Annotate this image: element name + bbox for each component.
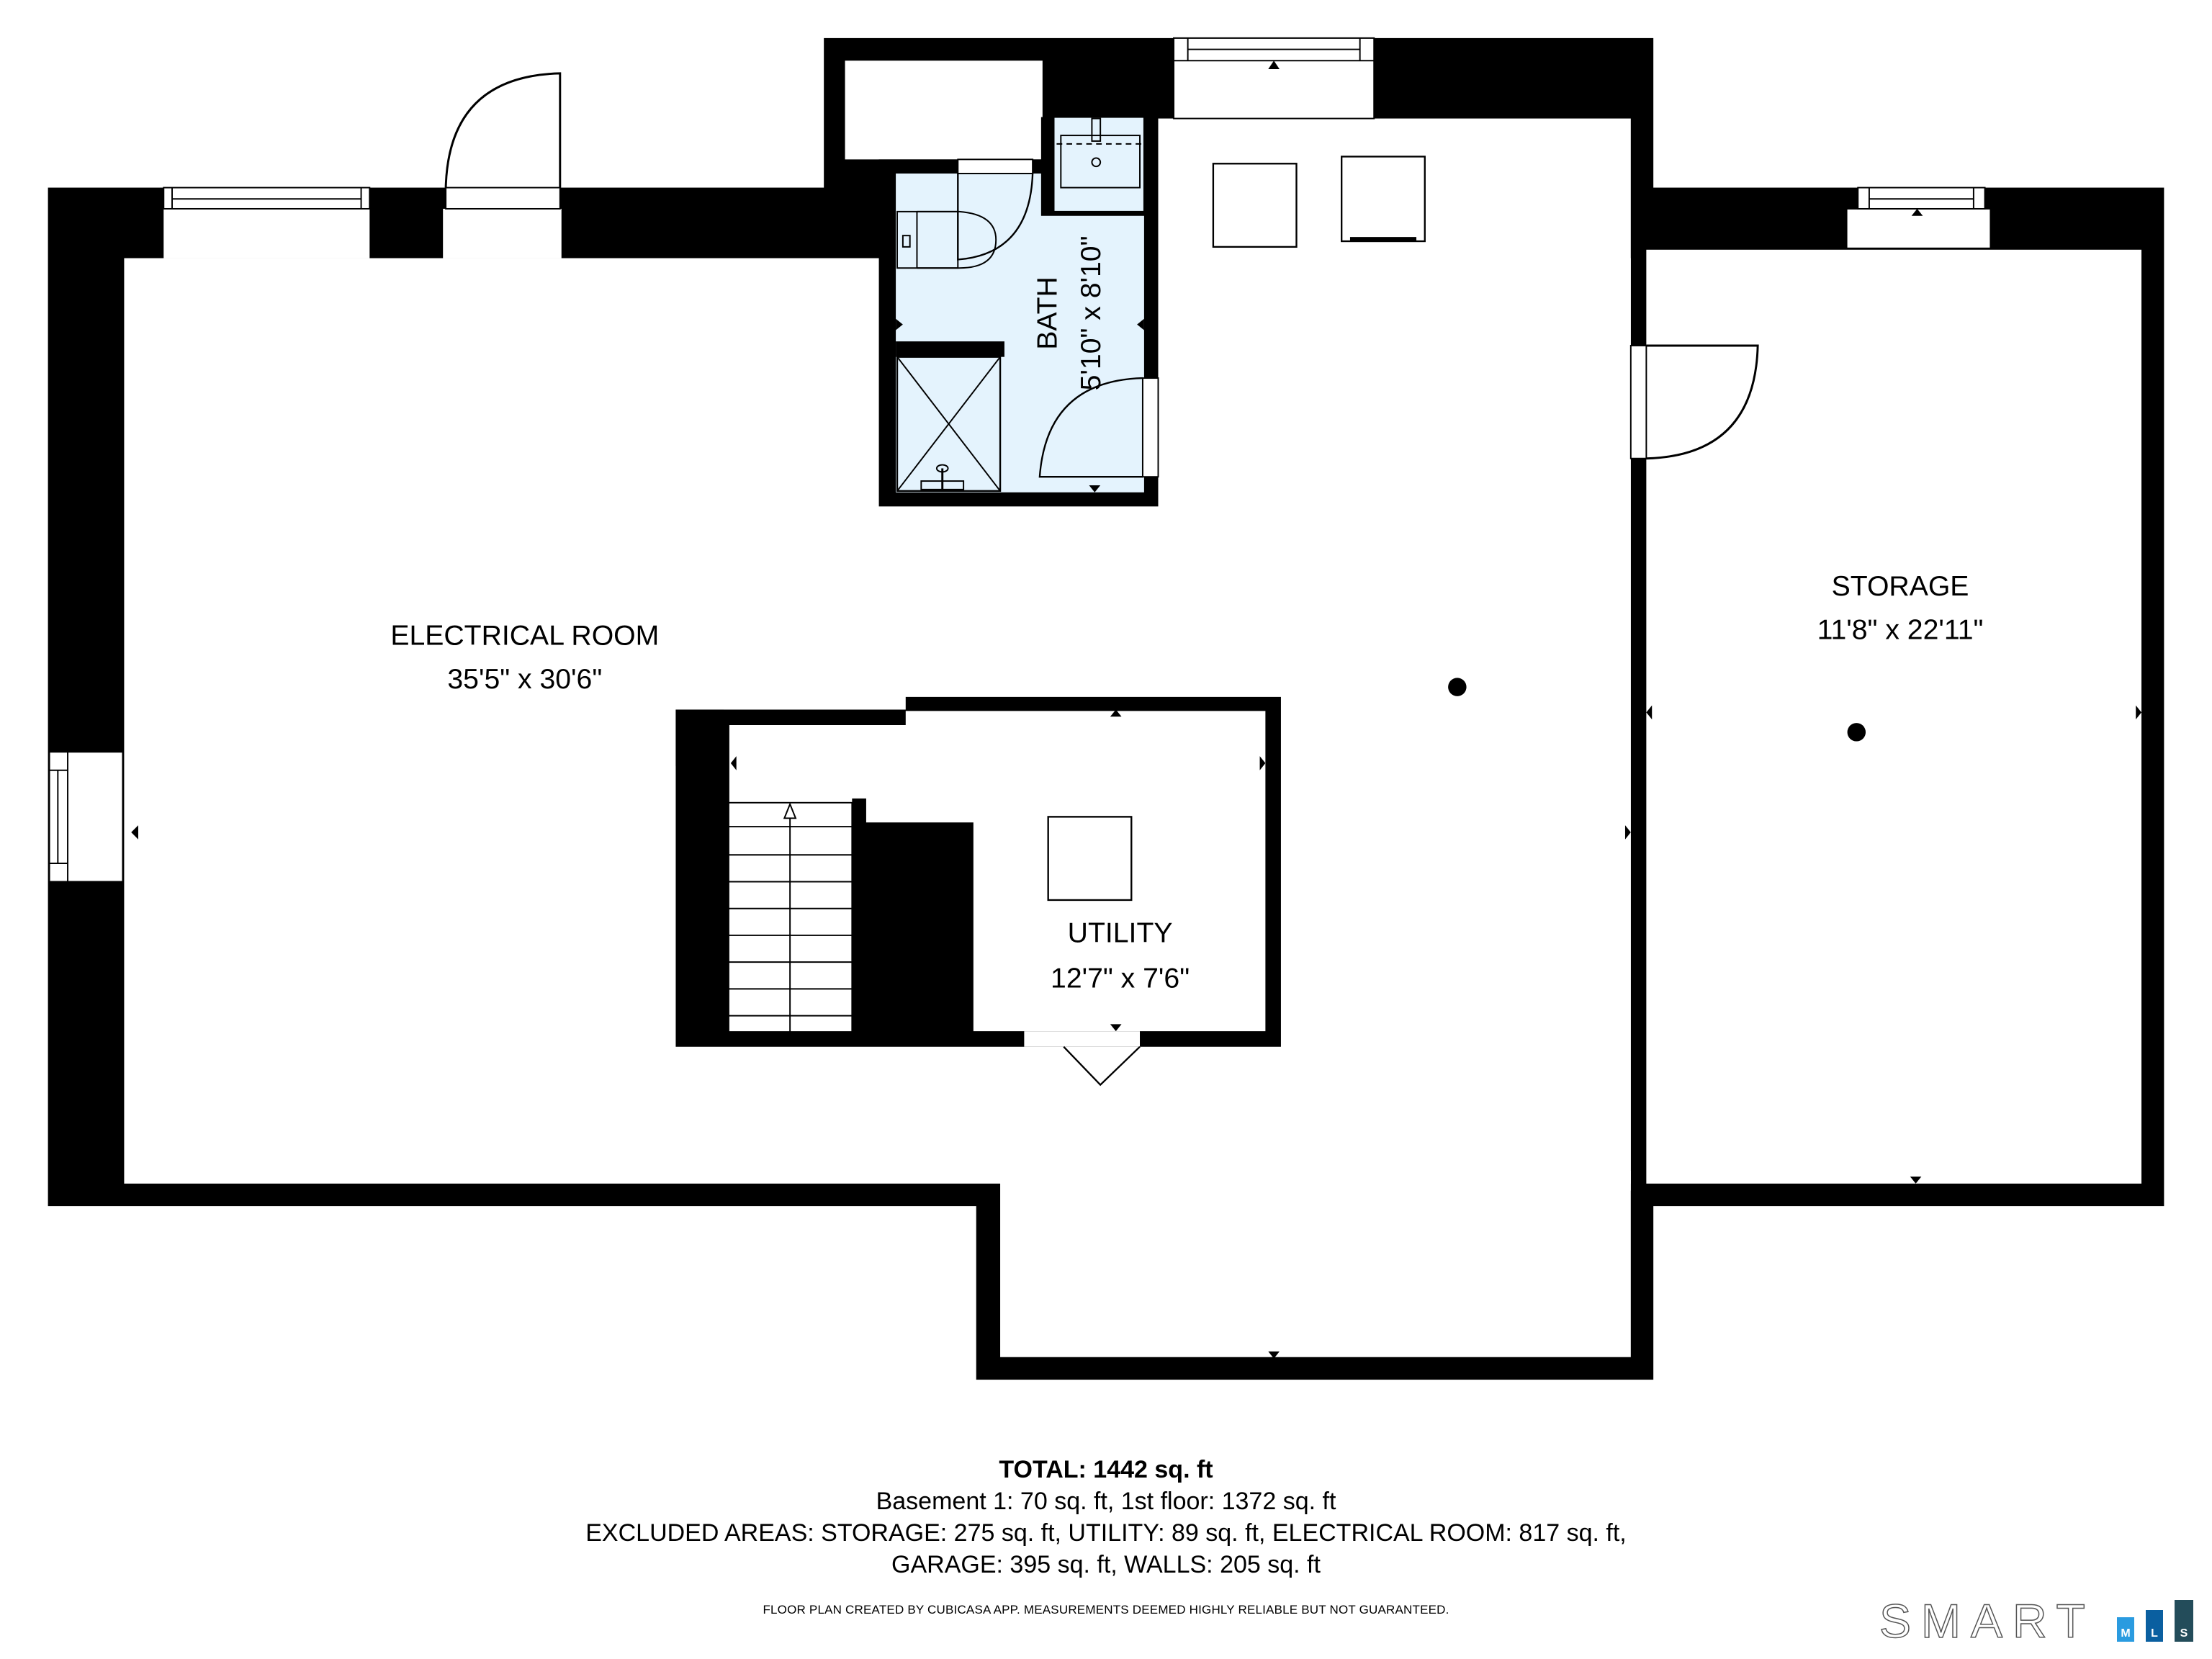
window-storage-top xyxy=(1845,186,1992,249)
excluded-areas-line2: GARAGE: 395 sq. ft, WALLS: 205 sq. ft xyxy=(891,1551,1321,1578)
room-label-electrical: ELECTRICAL ROOM xyxy=(390,620,659,651)
window-top-center xyxy=(1173,37,1375,120)
floor-drain-dot xyxy=(1448,678,1467,696)
room-dimensions-utility: 12'7" x 7'6" xyxy=(1051,963,1190,994)
smartmls-logo: SMART M L S xyxy=(1879,1597,2193,1643)
room-label-storage: STORAGE xyxy=(1832,571,1969,602)
svg-text:L: L xyxy=(2151,1627,2158,1640)
room-label-bath: BATH xyxy=(1032,276,1063,350)
utility-room: UTILITY 12'7" x 7'6" xyxy=(675,696,1281,1087)
excluded-areas-line1: EXCLUDED AREAS: STORAGE: 275 sq. ft, UTI… xyxy=(585,1519,1627,1547)
appliance-washer xyxy=(1212,163,1298,248)
appliance-dryer xyxy=(1341,156,1426,243)
room-dimensions-storage: 11'8" x 22'11" xyxy=(1817,615,1984,646)
utility-equipment xyxy=(1047,816,1133,902)
total-area: TOTAL: 1442 sq. ft xyxy=(999,1456,1213,1483)
floor-drain-dot xyxy=(1847,723,1866,742)
room-dimensions-bath: 5'10" x 8'10" xyxy=(1076,236,1107,391)
floor-breakdown: Basement 1: 70 sq. ft, 1st floor: 1372 s… xyxy=(876,1488,1336,1515)
disclaimer: FLOOR PLAN CREATED BY CUBICASA APP. MEAS… xyxy=(763,1603,1449,1617)
bath-room: BATH 5'10" x 8'10" xyxy=(878,116,1159,507)
room-label-utility: UTILITY xyxy=(1068,918,1173,949)
svg-text:SMART: SMART xyxy=(1879,1597,2095,1643)
door-top-left xyxy=(444,72,562,210)
svg-text:S: S xyxy=(2180,1627,2188,1640)
window-top-left xyxy=(163,186,371,210)
door-storage xyxy=(1629,344,1759,460)
svg-text:M: M xyxy=(2121,1627,2130,1640)
window-left xyxy=(48,751,138,883)
room-dimensions-electrical: 35'5" x 30'6" xyxy=(447,664,602,695)
wall-gap xyxy=(163,208,370,258)
